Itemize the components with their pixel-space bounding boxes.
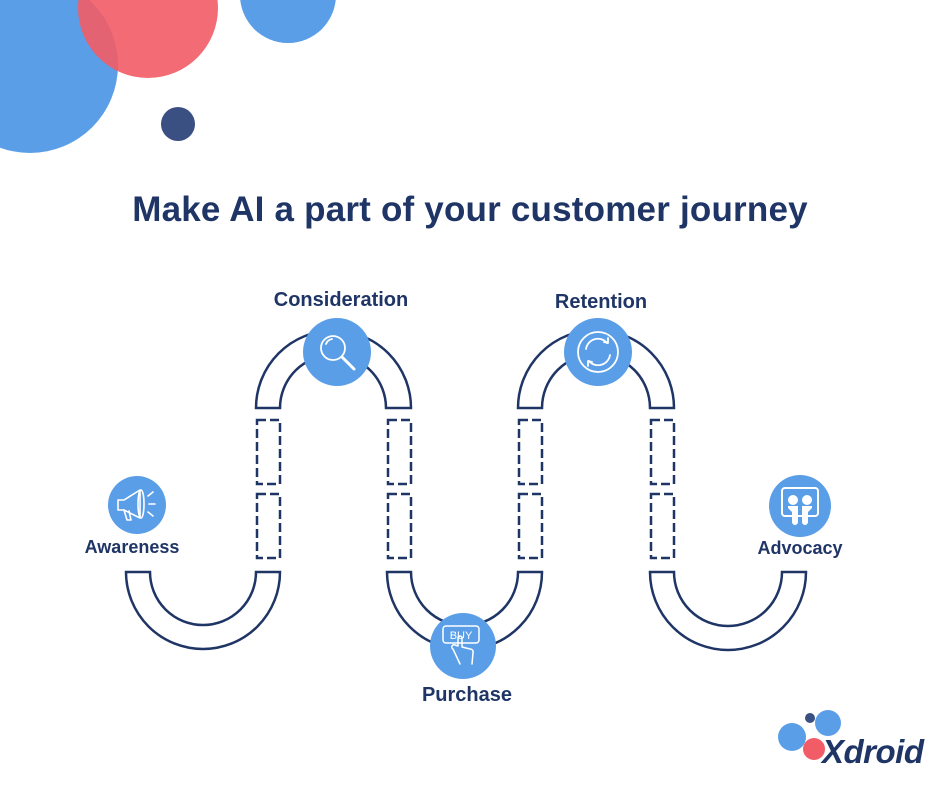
consideration-badge (303, 318, 371, 386)
dashed-connectors (255, 418, 676, 560)
decor-dot-navy (161, 107, 195, 141)
advocacy-badge (769, 475, 831, 537)
decor-circle-blue-small (240, 0, 336, 43)
stage-label-purchase: Purchase (421, 684, 513, 706)
stage-label-awareness: Awareness (84, 537, 180, 557)
magnifier-icon (320, 335, 356, 371)
awareness-badge (108, 476, 166, 534)
refresh-icon (577, 331, 619, 373)
megaphone-icon (117, 489, 156, 521)
page-title: Make AI a part of your customer journey (132, 190, 808, 229)
stage-label-retention: Retention (554, 291, 648, 313)
xdroid-logo-text: Xdroid (822, 733, 924, 770)
journey-track (124, 328, 808, 652)
stage-label-advocacy: Advocacy (757, 538, 843, 558)
stage-label-consideration: Consideration (273, 289, 409, 311)
buy-button-icon: BUY (442, 625, 480, 665)
xdroid-logo-mark (778, 710, 841, 760)
decor-circle-red (78, 0, 218, 78)
slideshare-icon (781, 487, 819, 525)
purchase-badge: BUY (430, 613, 496, 679)
retention-badge (564, 318, 632, 386)
